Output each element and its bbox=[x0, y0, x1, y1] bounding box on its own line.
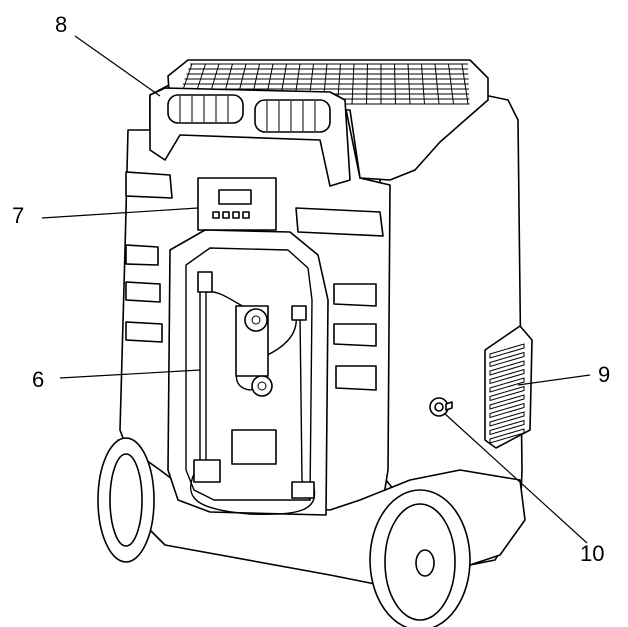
leader-line-9 bbox=[517, 374, 591, 386]
handle-grip-left bbox=[167, 94, 244, 124]
right-vent-slots bbox=[295, 207, 384, 391]
right-wheel bbox=[369, 489, 471, 627]
left-vent-slots bbox=[125, 171, 173, 343]
leader-line-8 bbox=[74, 35, 161, 97]
callout-10: 10 bbox=[580, 541, 605, 566]
callout-6: 6 bbox=[32, 367, 45, 392]
leader-line-10 bbox=[443, 412, 588, 544]
control-display-panel bbox=[197, 177, 277, 231]
callout-9: 9 bbox=[598, 362, 611, 387]
callout-8: 8 bbox=[55, 12, 68, 37]
cord-storage-inner bbox=[185, 247, 313, 501]
left-wheel bbox=[97, 437, 155, 563]
side-vent-slats bbox=[489, 343, 525, 444]
callout-7: 7 bbox=[12, 203, 25, 228]
plug-head bbox=[244, 308, 268, 332]
handle-grip-right bbox=[254, 99, 331, 133]
leader-line-6 bbox=[59, 369, 201, 379]
cord-label-lower bbox=[231, 429, 277, 465]
leader-line-7 bbox=[41, 207, 199, 219]
plug-end bbox=[251, 375, 273, 397]
power-cord bbox=[190, 271, 316, 516]
side-connector bbox=[429, 397, 453, 417]
